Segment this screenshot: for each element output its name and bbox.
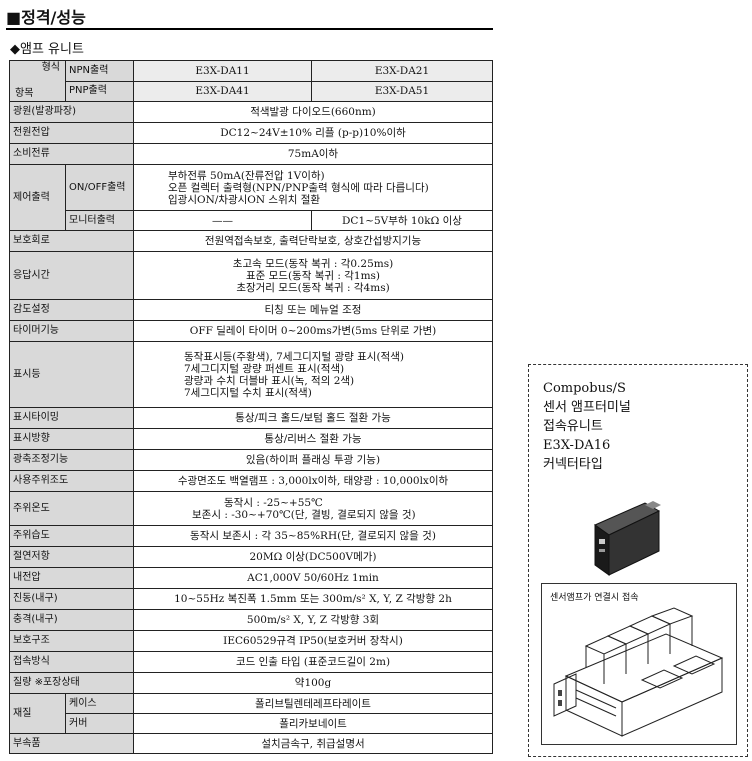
light-source-label: 광원(발광파장) — [9, 101, 134, 123]
response-line: 초장거리 모드(동작 복귀 : 각4ms) — [236, 281, 390, 294]
ambient-light-value: 수광면조도 백열램프 : 3,000lx이하, 태양광 : 10,000lx이하 — [133, 470, 493, 492]
model-npn-1: E3X-DA11 — [133, 60, 312, 82]
material-label: 재질 — [9, 693, 66, 734]
onoff-line: 오픈 컬렉터 출력형(NPN/PNP출력 형식에 따라 다릅니다) — [168, 181, 429, 194]
indicator-line: 광량과 수치 더블바 표시(녹, 적의 2색) — [184, 374, 355, 387]
type-label: 형식 — [41, 62, 60, 73]
title-divider — [6, 28, 493, 30]
optical-axis-label: 광축조정기능 — [9, 449, 134, 471]
weight-value: 약100g — [133, 672, 493, 694]
vibration-value: 10~55Hz 복진폭 1.5mm 또는 300m/s² X, Y, Z 각방향… — [133, 588, 493, 610]
shock-label: 충격(내구) — [9, 609, 134, 631]
ambient-temp-value: 동작시 : -25~+55℃ 보존시 : -30~+70℃(단, 결빙, 결로되… — [133, 491, 493, 526]
shock-value: 500m/s² X, Y, Z 각방향 3회 — [133, 609, 493, 631]
material-cover-value: 폴리카보네이트 — [133, 713, 493, 734]
item-label: 항목 — [15, 88, 34, 99]
material-case-value: 폴리브틸렌테레프타레이트 — [133, 693, 493, 714]
indicator-line: 동작표시등(주황색), 7세그디지털 광량 표시(적색) — [184, 350, 404, 363]
light-source-value: 적색발광 다이오드(660nm) — [133, 101, 493, 123]
dielectric-value: AC1,000V 50/60Hz 1min — [133, 567, 493, 589]
connection-label: 접속방식 — [9, 651, 134, 673]
spec-table: 형식 항목 NPN출력 E3X-DA11 E3X-DA21 PNP출력 E3X-… — [9, 60, 493, 754]
enclosure-label: 보호구조 — [9, 630, 134, 652]
ambient-humidity-label: 주위습도 — [9, 525, 134, 547]
vibration-label: 진동(내구) — [9, 588, 134, 610]
insulation-label: 절연저항 — [9, 546, 134, 568]
current-label: 소비전류 — [9, 143, 134, 165]
onoff-line: 부하전류 50mA(잔류전압 1V이하) — [168, 169, 325, 182]
monitor-output-left: —— — [133, 210, 312, 231]
protection-value: 전원역접속보호, 출력단락보호, 상호간섭방지기능 — [133, 230, 493, 252]
display-direction-value: 통상/리버스 절환 가능 — [133, 428, 493, 450]
onoff-output-label: ON/OFF출력 — [65, 164, 134, 211]
material-case-label: 케이스 — [65, 693, 134, 714]
insulation-value: 20MΩ 이상(DC500V메가) — [133, 546, 493, 568]
npn-label: NPN출력 — [65, 60, 134, 82]
monitor-output-right: DC1~5V부하 10kΩ 이상 — [311, 210, 493, 231]
timer-label: 타이머기능 — [9, 320, 134, 342]
timer-value: OFF 딜레이 타이머 0~200ms가변(5ms 단위로 가변) — [133, 320, 493, 342]
model-npn-2: E3X-DA21 — [311, 60, 493, 82]
compobus-line: 센서 앰프터미널 — [543, 400, 631, 415]
indicator-line: 7세그디지털 수치 표시(적색) — [184, 386, 312, 399]
display-direction-label: 표시방향 — [9, 428, 134, 450]
onoff-output-value: 부하전류 50mA(잔류전압 1V이하) 오픈 컬렉터 출력형(NPN/PNP출… — [133, 164, 493, 211]
compobus-line: 접속유니트 — [543, 419, 603, 434]
indicator-label: 표시등 — [9, 341, 134, 408]
connection-value: 코드 인출 타입 (표준코드길이 2m) — [133, 651, 493, 673]
pnp-label: PNP출력 — [65, 80, 134, 102]
type-item-corner: 형식 항목 — [9, 60, 66, 102]
material-cover-label: 커버 — [65, 713, 134, 734]
page-title: ■정격/성능 — [6, 8, 86, 27]
display-timing-value: 통상/피크 홀드/보텀 홀드 절환 가능 — [133, 407, 493, 429]
model-pnp-1: E3X-DA41 — [133, 80, 312, 102]
response-line: 표준 모드(동작 복귀 : 각1ms) — [245, 269, 381, 282]
dielectric-label: 내전압 — [9, 567, 134, 589]
onoff-line: 입광시ON/차광시ON 스위치 절환 — [168, 193, 321, 206]
ambient-temp-line: 보존시 : -30~+70℃(단, 결빙, 결로되지 않을 것) — [192, 508, 416, 521]
protection-label: 보호회로 — [9, 230, 134, 252]
response-value: 초고속 모드(동작 복귀 : 각0.25ms) 표준 모드(동작 복귀 : 각1… — [133, 251, 493, 300]
accessories-value: 설치금속구, 취급설명서 — [133, 733, 493, 754]
amplifier-connection-illustration — [553, 607, 724, 737]
power-voltage-value: DC12~24V±10% 리플 (p-p)10%이하 — [133, 122, 493, 144]
compobus-line: 커넥터타입 — [543, 457, 603, 472]
compobus-text: Compobus/S 센서 앰프터미널 접속유니트 E3X-DA16 커넥터타입 — [543, 379, 631, 474]
compobus-panel: Compobus/S 센서 앰프터미널 접속유니트 E3X-DA16 커넥터타입… — [528, 364, 748, 757]
display-timing-label: 표시타이밍 — [9, 407, 134, 429]
current-value: 75mA이하 — [133, 143, 493, 165]
accessories-label: 부속품 — [9, 733, 134, 754]
sensitivity-label: 감도설정 — [9, 299, 134, 321]
enclosure-value: IEC60529규격 IP50(보호커버 장착시) — [133, 630, 493, 652]
ambient-temp-label: 주위온도 — [9, 491, 134, 526]
connection-diagram-box: 센서앰프가 연결시 접속 — [541, 583, 737, 745]
ambient-humidity-value: 동작시 보존시 : 각 35~85%RH(단, 결로되지 않을 것) — [133, 525, 493, 547]
indicator-line: 7세그디지털 광량 퍼센트 표시(적색) — [184, 362, 345, 375]
connection-caption: 센서앰프가 연결시 접속 — [550, 593, 639, 603]
compobus-line: E3X-DA16 — [543, 438, 611, 453]
model-pnp-2: E3X-DA51 — [311, 80, 493, 102]
compobus-line: Compobus/S — [543, 381, 626, 396]
power-voltage-label: 전원전압 — [9, 122, 134, 144]
ambient-temp-line: 동작시 : -25~+55℃ — [224, 496, 323, 509]
ambient-light-label: 사용주위조도 — [9, 470, 134, 492]
control-output-label: 제어출력 — [9, 164, 66, 231]
section-title: ◆앰프 유니트 — [10, 42, 84, 57]
indicator-value: 동작표시등(주황색), 7세그디지털 광량 표시(적색) 7세그디지털 광량 퍼… — [133, 341, 493, 408]
response-label: 응답시간 — [9, 251, 134, 300]
sensitivity-value: 티칭 또는 메뉴얼 조정 — [133, 299, 493, 321]
weight-label: 질량 ※포장상태 — [9, 672, 134, 694]
optical-axis-value: 있음(하이퍼 플래싱 투광 기능) — [133, 449, 493, 471]
connector-unit-illustration — [593, 501, 661, 576]
monitor-output-label: 모니터출력 — [65, 210, 134, 231]
response-line: 초고속 모드(동작 복귀 : 각0.25ms) — [232, 257, 394, 270]
